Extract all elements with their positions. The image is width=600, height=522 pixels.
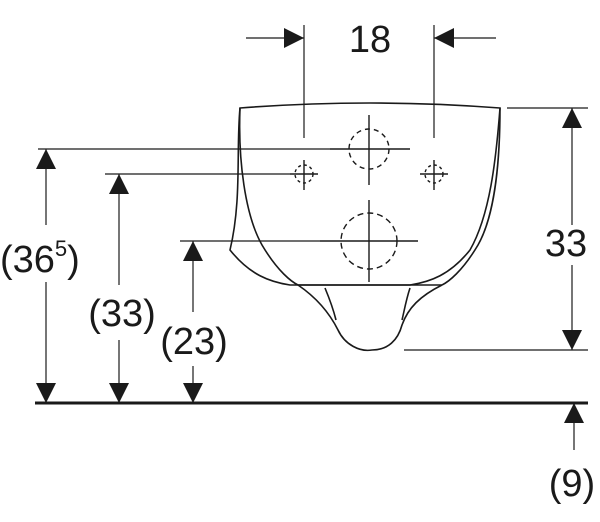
lower-bolt-height-label: (23) xyxy=(160,321,228,363)
bowl-outer-edge-right xyxy=(441,107,501,286)
right-bolt-hole xyxy=(420,160,448,190)
total-height-close: ) xyxy=(67,239,80,281)
extension-lines xyxy=(38,25,588,351)
bowl-outline xyxy=(229,102,501,286)
hole-spacing-label: 18 xyxy=(349,19,391,61)
upper-center-hole xyxy=(330,115,410,185)
total-height-label: (365) xyxy=(0,236,80,281)
upper-bolt-height-label: (33) xyxy=(88,293,156,335)
bowl-foot xyxy=(297,284,443,352)
bowl-foot-inner xyxy=(324,287,411,321)
left-bolt-hole xyxy=(290,160,318,190)
total-height-superscript: 5 xyxy=(55,236,67,261)
bowl-outer-edge xyxy=(238,107,299,286)
floor-offset-label: (9) xyxy=(549,463,595,505)
bowl-height-label: 33 xyxy=(545,223,587,265)
lower-center-hole xyxy=(320,200,418,282)
toilet-bowl xyxy=(229,102,501,352)
total-height-main: (36 xyxy=(0,239,55,281)
